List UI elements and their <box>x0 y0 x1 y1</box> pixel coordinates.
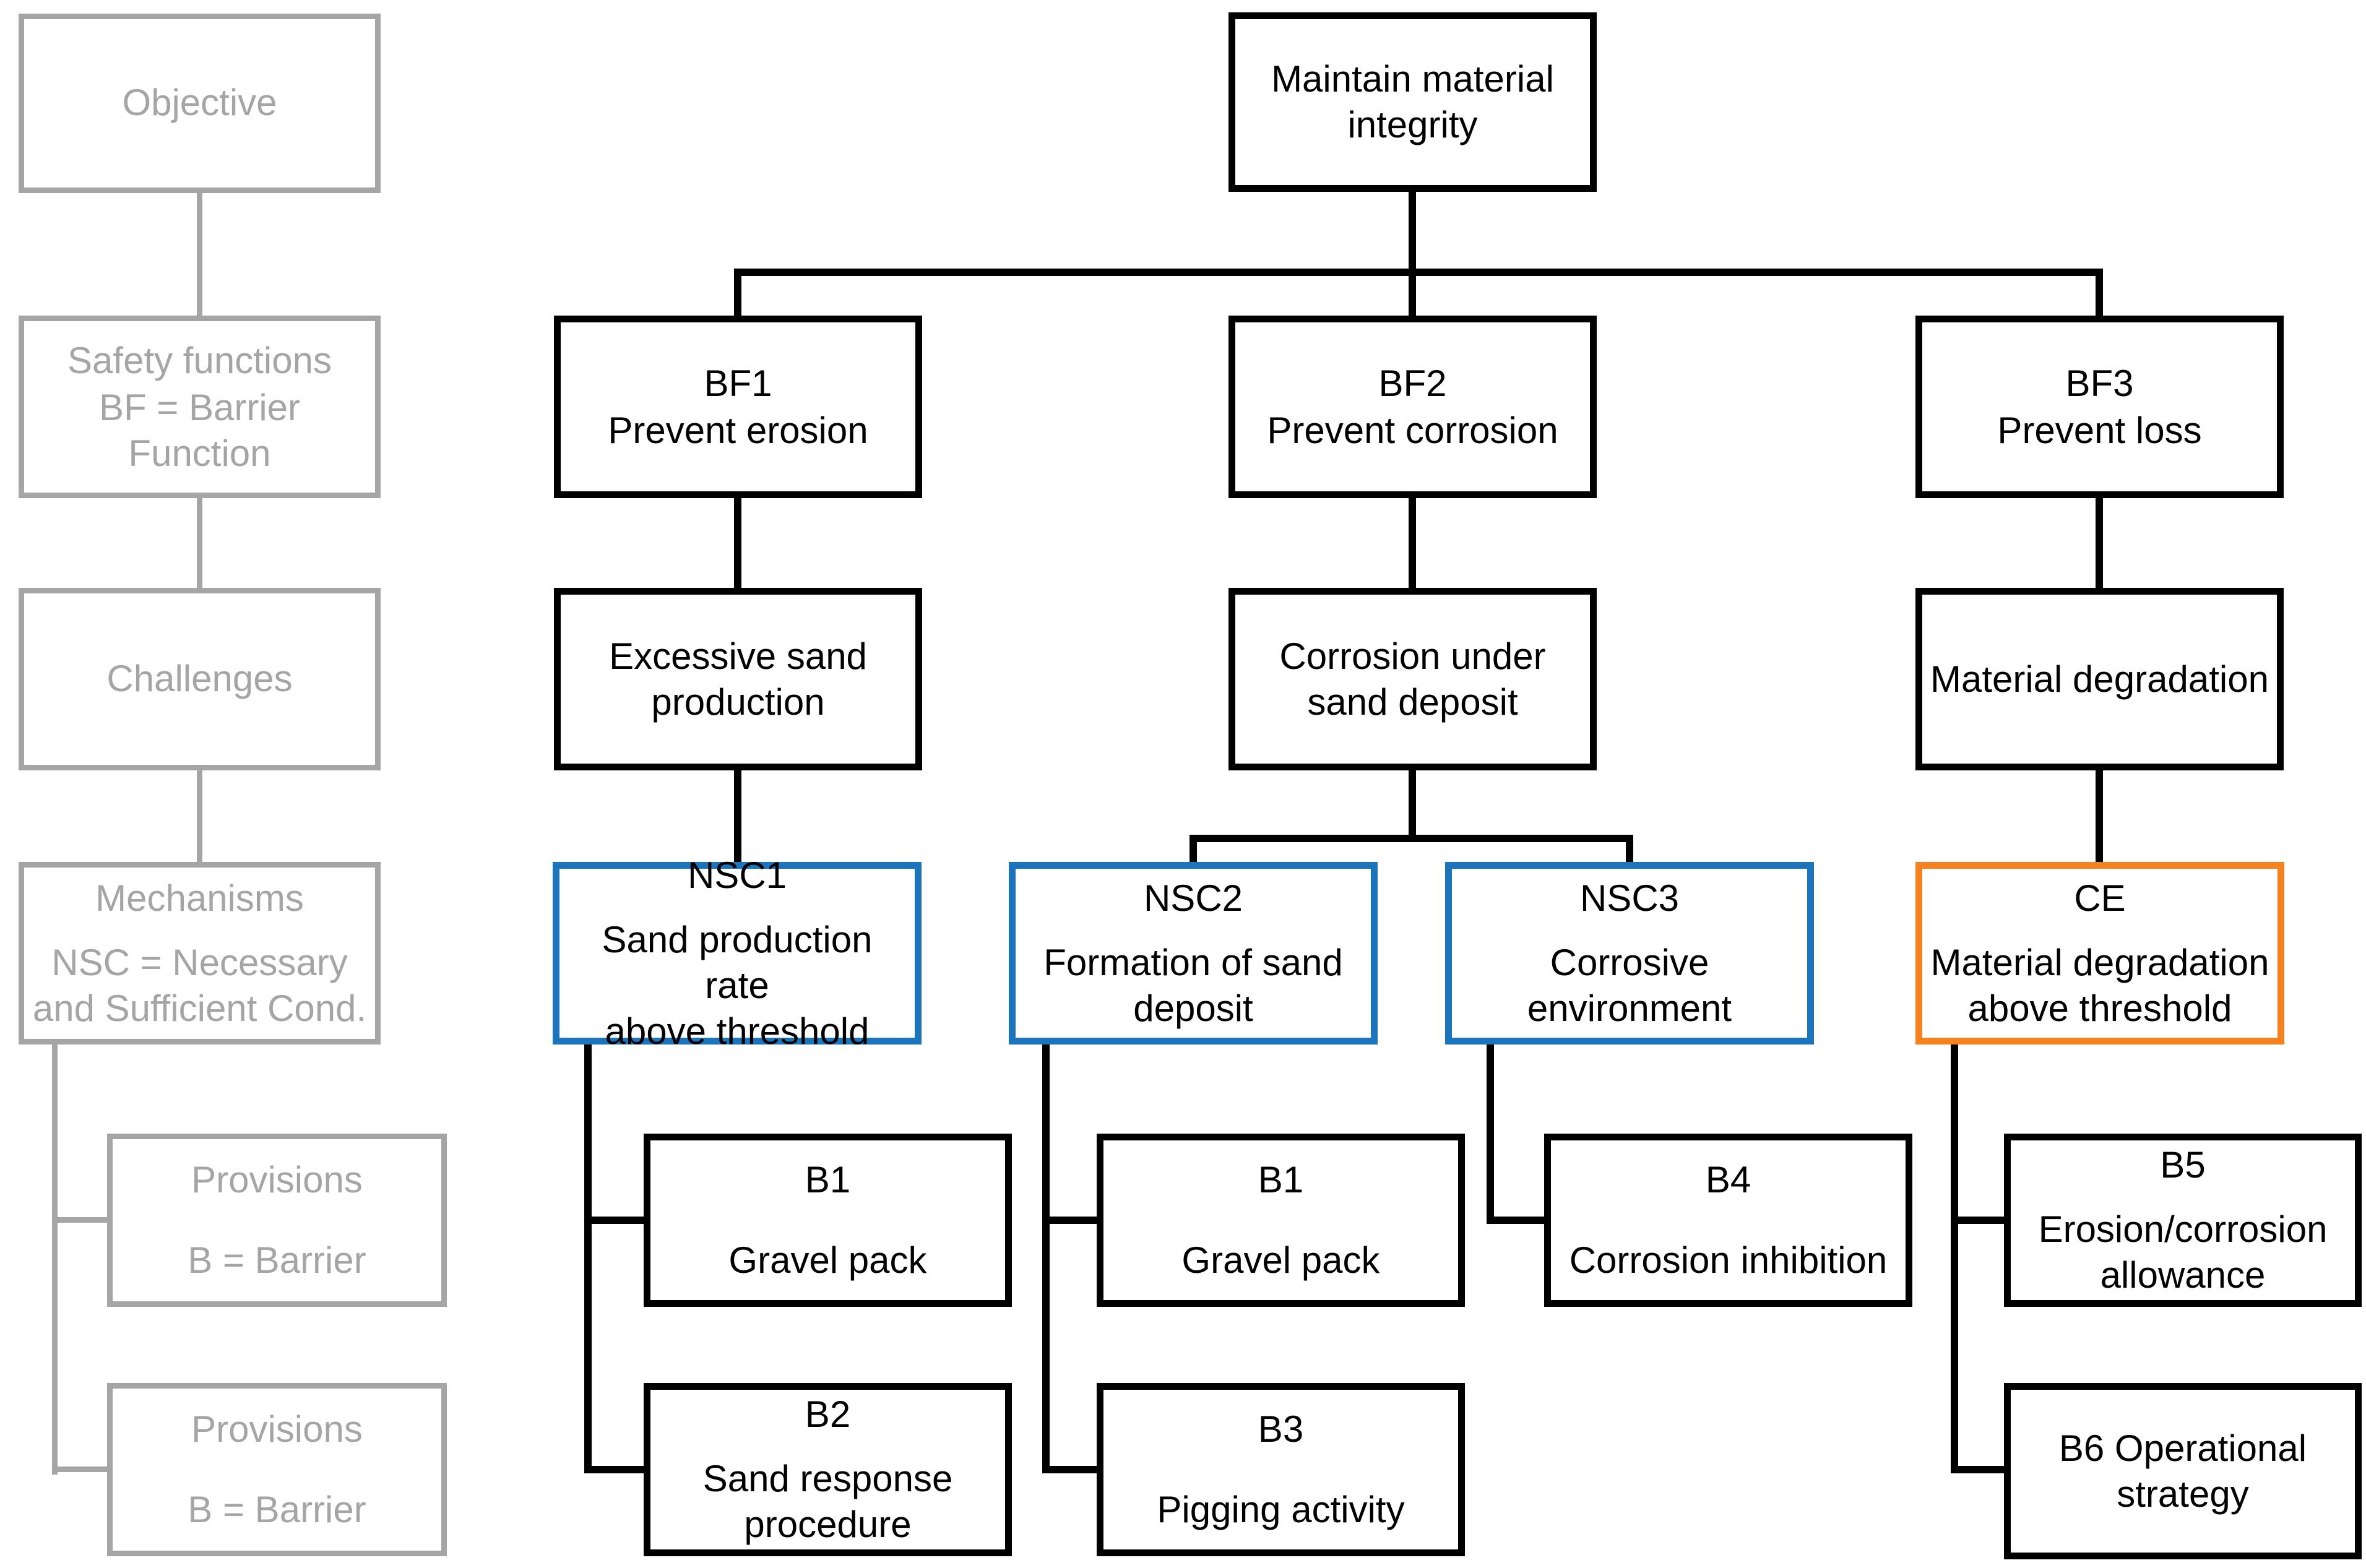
node-b2-label: Sand response procedure <box>702 1458 953 1545</box>
legend-provisions-bottom-label: Provisions <box>191 1408 363 1450</box>
node-b6-label: B6 Operational strategy <box>2058 1427 2307 1515</box>
connector-branch-into-nsc2 <box>1189 835 1197 862</box>
node-nsc2-id: NSC2 <box>1143 877 1243 919</box>
connector-objective-down <box>1409 191 1416 272</box>
node-challenge-corrosion-label: Corrosion under sand deposit <box>1279 635 1546 723</box>
node-bf2-label: Prevent corrosion <box>1267 409 1558 451</box>
node-ce-id: CE <box>2074 877 2126 919</box>
node-bf3: BF3 Prevent loss <box>1915 316 2284 498</box>
node-bf1-id: BF1 <box>704 362 772 404</box>
legend-connector-provisions-top-stub <box>52 1217 107 1223</box>
node-bf2: BF2 Prevent corrosion <box>1228 316 1597 498</box>
node-bf3-id: BF3 <box>2065 362 2134 404</box>
node-b5: B5 Erosion/corrosion allowance <box>2004 1134 2362 1307</box>
node-b5-label: Erosion/corrosion allowance <box>2038 1208 2328 1296</box>
legend-connector-challenges-mechanisms <box>197 770 202 862</box>
node-b2-id: B2 <box>805 1394 851 1435</box>
node-nsc1: NSC1 Sand production rate above threshol… <box>553 855 922 1052</box>
legend-box-provisions-top: Provisions B = Barrier <box>107 1134 447 1307</box>
connector-ce-b6-stub <box>1951 1466 2004 1473</box>
node-b3-label: Pigging activity <box>1157 1489 1405 1530</box>
legend-connector-provisions-bottom-stub <box>52 1467 107 1472</box>
node-nsc2-label: Formation of sand deposit <box>1043 941 1343 1029</box>
node-nsc3-label: Corrosive environment <box>1527 941 1732 1029</box>
node-challenge-degradation: Material degradation <box>1915 588 2284 770</box>
node-nsc3-id: NSC3 <box>1579 877 1680 919</box>
node-b1-erosion-id: B1 <box>805 1159 851 1200</box>
legend-mechanisms-label: Mechanisms <box>95 877 304 919</box>
node-challenge-degradation-label: Material degradation <box>1930 658 2269 700</box>
legend-mechanisms-abbreviation: NSC = Necessary and Sufficient Cond. <box>32 941 367 1029</box>
connector-distribution-horizontal <box>734 269 2103 276</box>
node-challenge-corrosion: Corrosion under sand deposit <box>1228 588 1597 770</box>
connector-ch2-branch-horizontal <box>1189 835 1633 842</box>
node-b1-erosion-label: Gravel pack <box>728 1239 927 1281</box>
node-b1-erosion: B1 Gravel pack <box>644 1134 1012 1307</box>
connector-nsc3-vertical <box>1487 1043 1494 1224</box>
node-challenge-erosion: Excessive sand production <box>554 588 922 770</box>
legend-connector-mechanisms-provisions-vertical <box>52 1045 58 1475</box>
connector-ce-vertical <box>1951 1043 1958 1473</box>
connector-nsc2-vertical <box>1042 1043 1050 1473</box>
connector-ch2-down <box>1409 769 1416 838</box>
legend-objective-label: Objective <box>122 82 277 123</box>
connector-ch1-nsc1 <box>734 769 741 862</box>
legend-provisions-top-abbreviation: B = Barrier <box>188 1239 366 1281</box>
node-b1-corrosion-label: Gravel pack <box>1181 1239 1380 1281</box>
node-nsc1-id: NSC1 <box>687 854 787 896</box>
legend-box-safety-functions: Safety functions BF = Barrier Function <box>19 316 381 498</box>
node-b4-label: Corrosion inhibition <box>1569 1239 1888 1281</box>
connector-into-bf2 <box>1409 269 1416 316</box>
legend-box-objective: Objective <box>19 14 381 193</box>
node-nsc3: NSC3 Corrosive environment <box>1445 862 1814 1045</box>
connector-branch-into-nsc3 <box>1626 835 1633 862</box>
connector-nsc3-b4-stub <box>1487 1217 1544 1224</box>
connector-bf2-ch2 <box>1409 497 1416 588</box>
legend-box-provisions-bottom: Provisions B = Barrier <box>107 1383 447 1556</box>
connector-nsc1-vertical <box>584 1043 592 1473</box>
connector-nsc2-b1-stub <box>1042 1217 1097 1224</box>
connector-into-bf1 <box>734 269 741 316</box>
node-b4: B4 Corrosion inhibition <box>1544 1134 1912 1307</box>
node-bf1: BF1 Prevent erosion <box>554 316 922 498</box>
legend-safety-label: Safety functions <box>67 339 332 381</box>
node-b4-id: B4 <box>1705 1159 1751 1200</box>
node-b3-id: B3 <box>1258 1408 1304 1450</box>
connector-into-bf3 <box>2096 269 2103 316</box>
connector-nsc2-b3-stub <box>1042 1466 1097 1473</box>
node-b6: B6 Operational strategy <box>2004 1383 2362 1559</box>
node-nsc1-label: Sand production rate above threshold <box>602 918 873 1052</box>
legend-box-challenges: Challenges <box>19 588 381 770</box>
node-b2: B2 Sand response procedure <box>644 1383 1012 1556</box>
node-b3: B3 Pigging activity <box>1097 1383 1465 1556</box>
node-ce-label: Material degradation above threshold <box>1930 941 2269 1029</box>
connector-ch3-ce <box>2096 769 2103 862</box>
connector-ce-b5-stub <box>1951 1217 2004 1224</box>
node-b1-corrosion-id: B1 <box>1258 1159 1304 1200</box>
legend-provisions-top-label: Provisions <box>191 1159 363 1200</box>
connector-bf3-ch3 <box>2096 497 2103 588</box>
legend-connector-safety-challenges <box>197 498 202 588</box>
legend-challenges-label: Challenges <box>106 657 293 699</box>
legend-connector-objective-safety <box>197 193 202 316</box>
node-objective-label: Maintain material integrity <box>1271 58 1554 145</box>
legend-safety-abbreviation: BF = Barrier Function <box>98 386 301 474</box>
node-objective: Maintain material integrity <box>1228 12 1597 192</box>
node-nsc2: NSC2 Formation of sand deposit <box>1009 862 1378 1045</box>
node-b1-corrosion: B1 Gravel pack <box>1097 1134 1465 1307</box>
node-bf3-label: Prevent loss <box>1997 409 2202 451</box>
legend-provisions-bottom-abbreviation: B = Barrier <box>188 1489 366 1530</box>
connector-nsc1-b1-stub <box>584 1217 644 1224</box>
node-ce: CE Material degradation above threshold <box>1915 862 2284 1045</box>
node-bf2-id: BF2 <box>1378 362 1447 404</box>
legend-box-mechanisms: Mechanisms NSC = Necessary and Sufficien… <box>19 862 381 1045</box>
node-bf1-label: Prevent erosion <box>608 409 868 451</box>
node-b5-id: B5 <box>2160 1144 2206 1186</box>
node-challenge-erosion-label: Excessive sand production <box>609 635 867 723</box>
connector-bf1-ch1 <box>734 497 741 588</box>
connector-nsc1-b2-stub <box>584 1466 644 1473</box>
